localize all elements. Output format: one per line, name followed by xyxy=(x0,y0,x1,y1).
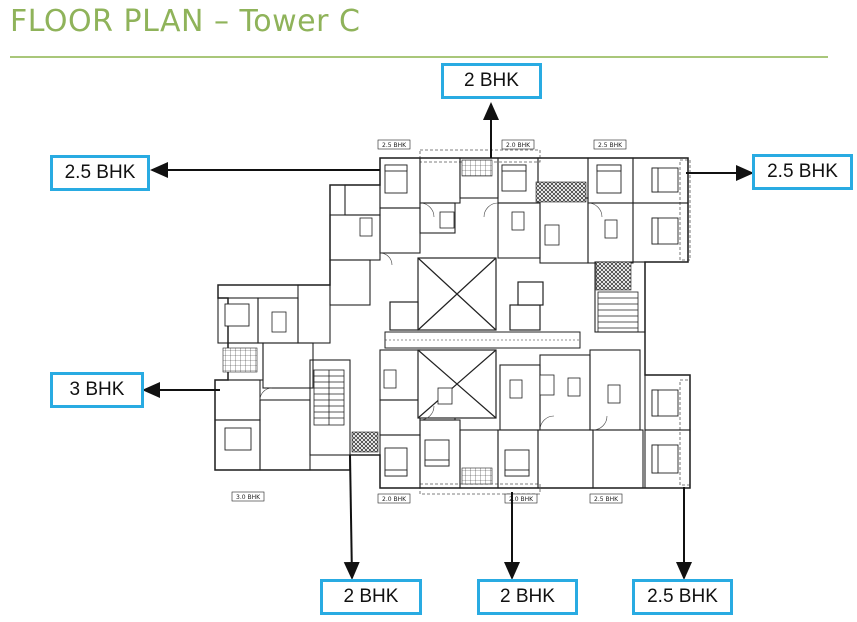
callout-top-2bhk: 2 BHK xyxy=(441,63,542,99)
callout-left-mid-3bhk: 3 BHK xyxy=(50,372,144,408)
plan-tag-top-b: 2.0 BHK xyxy=(506,142,531,149)
callout-arrows xyxy=(142,102,754,580)
corridor xyxy=(384,331,581,349)
plan-tag-bottom-a: 2.0 BHK xyxy=(382,496,407,503)
plan-tag-bottom-c: 2.5 BHK xyxy=(594,496,619,503)
title-underline xyxy=(10,56,828,58)
lower-wing-rooms xyxy=(379,349,691,489)
callout-bottom-right-2-5bhk: 2.5 BHK xyxy=(632,579,733,615)
callout-bottom-left-2bhk: 2 BHK xyxy=(320,579,422,615)
plan-tag-top-c: 2.5 BHK xyxy=(598,142,623,149)
left-wing-rooms xyxy=(214,284,351,471)
lift-core xyxy=(389,257,544,419)
plan-tag-left-c: 3.0 BHK xyxy=(236,494,261,501)
dining-sets xyxy=(271,211,621,405)
callout-bottom-mid-2bhk: 2 BHK xyxy=(477,579,578,615)
callout-left-top-2-5bhk: 2.5 BHK xyxy=(50,155,150,191)
hatched-areas xyxy=(222,159,632,485)
staircase xyxy=(313,291,639,426)
callout-right-top-2-5bhk: 2.5 BHK xyxy=(752,154,853,190)
upper-wing-rooms xyxy=(329,157,689,333)
page-title: FLOOR PLAN – Tower C xyxy=(10,4,361,39)
plan-tag-bottom-b: 2.0 BHK xyxy=(509,496,534,503)
beds xyxy=(224,164,679,477)
plan-tag-top-a: 2.5 BHK xyxy=(382,142,407,149)
arrow-bottom-left xyxy=(343,454,360,580)
door-swings xyxy=(259,202,608,431)
plan-unit-tags: 2.5 BHK 2.0 BHK 2.5 BHK 2.0 BHK 2.0 BHK … xyxy=(231,139,627,504)
